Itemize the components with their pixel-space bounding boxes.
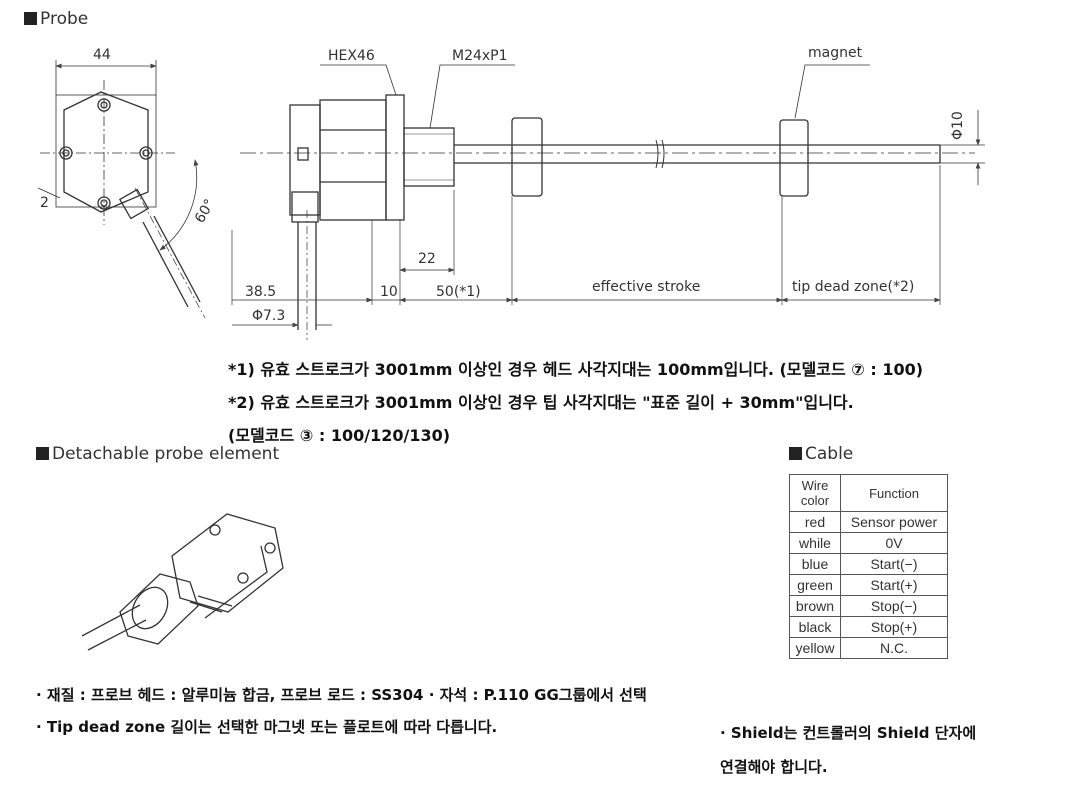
wire-color: red	[789, 511, 841, 533]
dim-tip-dead-zone: tip dead zone(*2)	[792, 279, 915, 295]
dim-phi10: Φ10	[950, 111, 966, 140]
note-head-dead-zone: *1) 유효 스트로크가 3001mm 이상인 경우 헤드 사각지대는 100m…	[228, 360, 924, 379]
wire-color: while	[789, 532, 841, 554]
note-tip-dead-zone: *2) 유효 스트로크가 3001mm 이상인 경우 팁 사각지대는 "표준 길…	[228, 393, 854, 412]
wire-function: N.C.	[840, 637, 948, 659]
dim-magnet: magnet	[808, 45, 863, 61]
wire-color: black	[789, 616, 841, 638]
dim-effective-stroke: effective stroke	[592, 279, 701, 295]
wire-color: blue	[789, 553, 841, 575]
header-wire-color: Wire color	[789, 474, 841, 512]
wire-color: brown	[789, 595, 841, 617]
hexagon-front-view	[37, 60, 206, 319]
section-title-probe: Probe	[24, 9, 88, 29]
note-tip-dead-zone-length: · Tip dead zone 길이는 선택한 마그넷 또는 플로트에 따라 다…	[36, 718, 498, 736]
cable-table-header: Wire color Function	[789, 474, 948, 512]
wire-function: Start(−)	[840, 553, 948, 575]
wire-color: green	[789, 574, 841, 596]
note-material: · 재질 : 프로브 헤드 : 알루미늄 합금, 프로브 로드 : SS304 …	[36, 686, 647, 704]
dim-2: 2	[40, 195, 49, 211]
dim-10: 10	[380, 284, 398, 300]
dim-50: 50(*1)	[436, 284, 481, 300]
note-shield-line1: · Shield는 컨트롤러의 Shield 단자에	[720, 724, 977, 742]
wire-function: Stop(−)	[840, 595, 948, 617]
section-title-cable: Cable	[789, 444, 853, 464]
dim-hex: HEX46	[328, 48, 375, 64]
dim-thread: M24xP1	[452, 48, 508, 64]
section-title-detachable: Detachable probe element	[36, 444, 279, 464]
note-model-code: (모델코드 ③ : 100/120/130)	[228, 426, 451, 445]
wire-function: 0V	[840, 532, 948, 554]
dim-38-5: 38.5	[245, 284, 277, 300]
wire-function: Sensor power	[840, 511, 948, 533]
dim-width: 44	[93, 47, 111, 63]
dim-22: 22	[418, 251, 436, 267]
header-function: Function	[840, 474, 948, 512]
wire-function: Start(+)	[840, 574, 948, 596]
note-shield-line2: 연결해야 합니다.	[720, 758, 828, 776]
wire-function: Stop(+)	[840, 616, 948, 638]
detachable-element-drawing	[81, 513, 284, 651]
probe-side-view	[231, 64, 985, 340]
wire-color: yellow	[789, 637, 841, 659]
dim-phi7-3: Φ7.3	[252, 308, 286, 324]
